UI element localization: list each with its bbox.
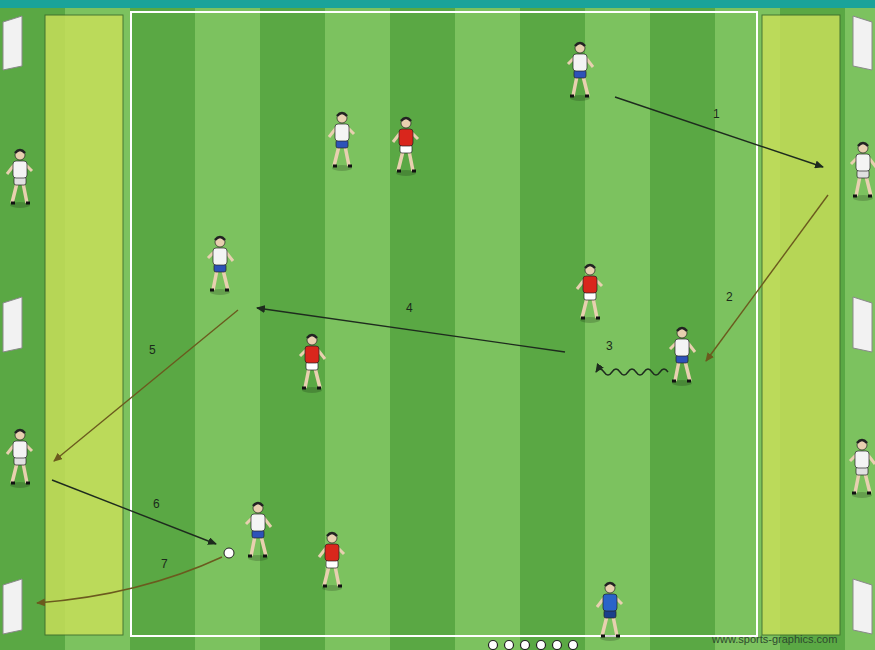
player-figure (670, 328, 695, 386)
callout-number: 7 (161, 558, 168, 570)
callout-number: 5 (149, 344, 156, 356)
callout-number: 3 (606, 340, 613, 352)
player-figure (393, 118, 418, 176)
player-figure (577, 265, 602, 323)
callout-number: 4 (406, 302, 413, 314)
player-figure (319, 533, 344, 591)
player-figure (300, 335, 325, 393)
player-figure (7, 150, 32, 208)
player-figure (850, 440, 875, 498)
player-figure (329, 113, 354, 171)
watermark: www.sports-graphics.com (712, 634, 837, 645)
player-figure (597, 583, 622, 641)
player-figure (851, 143, 875, 201)
callout-number: 2 (726, 291, 733, 303)
player-figure (568, 43, 593, 101)
player-figure (7, 430, 32, 488)
callout-number: 6 (153, 498, 160, 510)
callout-number: 1 (713, 108, 720, 120)
player-figure (246, 503, 271, 561)
player-figure (208, 237, 233, 295)
